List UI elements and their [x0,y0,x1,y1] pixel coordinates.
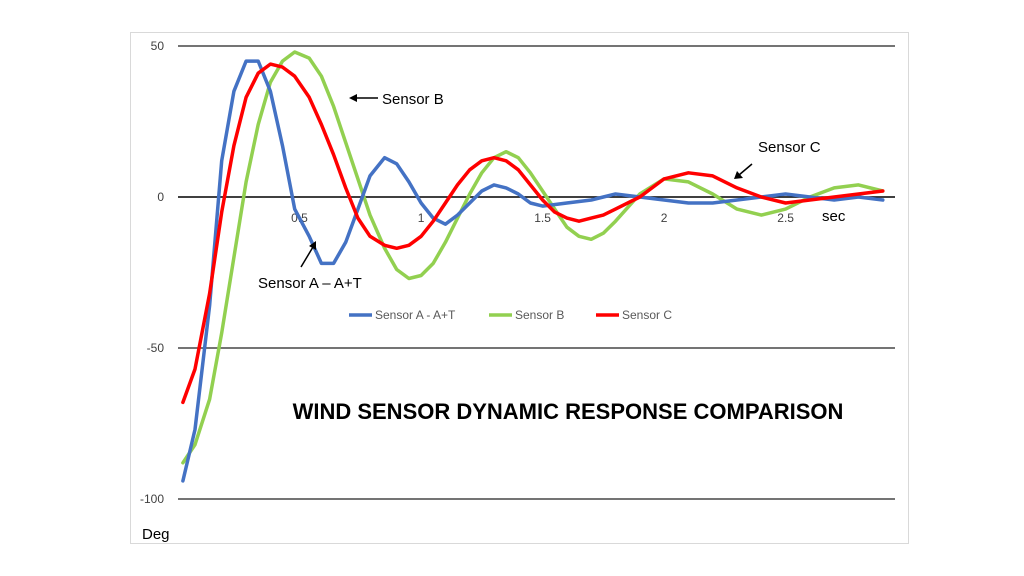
legend-label-sensor-b: Sensor B [515,308,564,322]
annotation-sensor-b: Sensor B [349,91,444,108]
annotation-text-sensor-a: Sensor A – A+T [258,275,362,292]
annotation-sensor-a: Sensor A – A+T [258,241,362,292]
annotation-arrowhead-sensor-a [309,241,316,250]
annotation-text-sensor-c: Sensor C [758,139,821,156]
x-tick-label: 1 [418,211,425,225]
grid-layer [178,45,895,500]
y-tick-label: -100 [140,492,164,506]
series-layer [181,50,885,483]
legend-label-sensor-a: Sensor A - A+T [375,308,456,322]
annotation-arrow-sensor-c [738,163,753,176]
x-tick-label: 1.5 [534,211,551,225]
annotation-arrowhead-sensor-c [734,171,743,179]
y-tick-label: 50 [151,39,165,53]
series-line-sensor-c [181,62,885,405]
series-line-sensor-b [181,50,885,465]
chart-title: WIND SENSOR DYNAMIC RESPONSE COMPARISON [293,399,844,424]
annotation-arrowhead-sensor-b [349,94,357,102]
annotation-text-sensor-b: Sensor B [382,91,444,108]
legend: Sensor A - A+T Sensor B Sensor C [349,308,672,322]
legend-label-sensor-c: Sensor C [622,308,672,322]
y-axis-label: Deg [142,526,170,543]
x-tick-label: 2 [661,211,668,225]
annotation-sensor-c: Sensor C [734,139,821,179]
annotation-arrow-sensor-a [300,246,314,268]
x-tick-label: 2.5 [777,211,794,225]
y-tick-label: -50 [147,341,165,355]
series-line-sensor-a [181,59,885,483]
x-axis-label: sec [822,208,846,225]
y-tick-label: 0 [157,190,164,204]
